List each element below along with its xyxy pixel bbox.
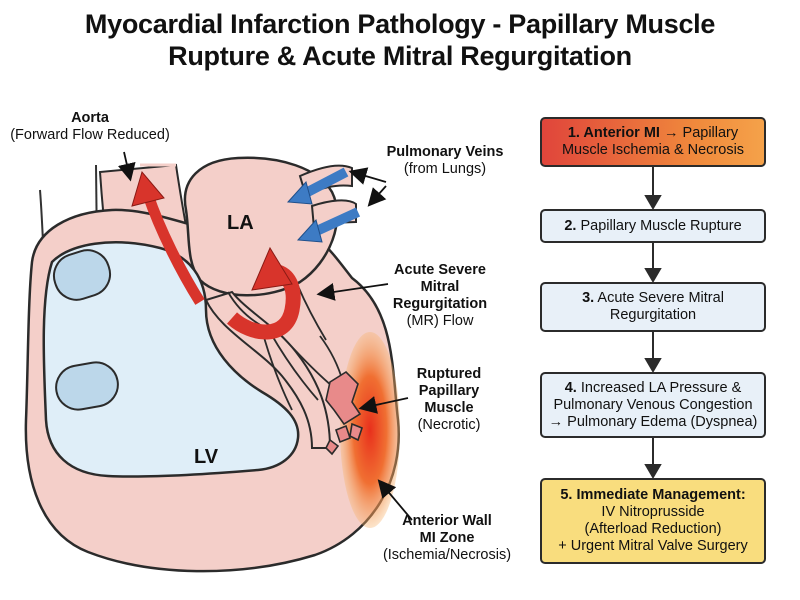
- flow-step-1: 1. Anterior MI → Papillary Muscle Ischem…: [540, 117, 766, 167]
- title-line-2: Rupture & Acute Mitral Regurgitation: [168, 41, 632, 71]
- flow-step-5-text-c: + Urgent Mitral Valve Surgery: [558, 538, 748, 554]
- flow-step-5: 5. Immediate Management: IV Nitroprussid…: [540, 478, 766, 564]
- flow-step-5-text-b: (Afterload Reduction): [584, 521, 722, 537]
- flow-step-3-text-a: Acute Severe Mitral: [594, 290, 724, 306]
- title-line-1: Myocardial Infarction Pathology - Papill…: [84, 9, 716, 39]
- aorta-detail: (Forward Flow Reduced): [10, 127, 170, 143]
- flow-step-5-bold: 5. Immediate Management:: [560, 487, 746, 503]
- flow-step-4-text-c: → Pulmonary Edema (Dyspnea): [548, 413, 758, 430]
- mi-zone-line-1: Anterior Wall: [402, 513, 492, 529]
- flowchart-connectors: [644, 167, 662, 479]
- pulmonary-veins-detail: (from Lungs): [403, 161, 487, 177]
- papillary-detail: (Necrotic): [417, 417, 481, 433]
- papillary-line-3: Muscle: [424, 400, 474, 416]
- papillary-line-2: Papillary: [418, 383, 480, 399]
- left-ventricle-cavity: [42, 241, 300, 478]
- flow-step-2: 2. Papillary Muscle Rupture: [540, 209, 766, 243]
- regurgitation-arrow: [226, 246, 301, 340]
- lv-inner-shapes: [52, 249, 119, 411]
- aorta-flow-arrow: [131, 170, 205, 305]
- pulmonary-venous-arrows: [286, 167, 361, 243]
- flow-step-1-text-b: Muscle Ischemia & Necrosis: [561, 142, 745, 158]
- mr-flow-label: Acute Severe Mitral Regurgitation (MR) F…: [380, 262, 500, 330]
- infarct-zone: [340, 332, 400, 528]
- flow-step-4-text-a: Increased LA Pressure &: [576, 379, 742, 396]
- flow-step-4-bold: 4.: [564, 379, 577, 396]
- label-leader-lines: [117, 151, 413, 521]
- flow-step-4-text-b: Pulmonary Venous Congestion: [553, 396, 753, 413]
- mi-zone-line-2: MI Zone: [419, 530, 475, 546]
- flow-step-2-text-a: Papillary Muscle Rupture: [576, 217, 742, 234]
- mr-line-3: Regurgitation: [392, 296, 488, 312]
- mr-line-1: Acute Severe: [394, 262, 486, 278]
- ruptured-papillary-muscle: [325, 370, 363, 456]
- mi-zone-label: Anterior Wall MI Zone (Ischemia/Necrosis…: [372, 513, 522, 564]
- flow-step-2-bold: 2.: [564, 217, 577, 234]
- flow-step-4: 4. Increased LA Pressure & Pulmonary Ven…: [540, 372, 766, 438]
- papillary-line-1: Ruptured: [416, 366, 482, 382]
- mi-zone-detail: (Ischemia/Necrosis): [382, 547, 512, 563]
- flow-step-1-bold: 1. Anterior MI: [567, 125, 660, 141]
- la-label: LA: [227, 212, 254, 234]
- diagram-title: Myocardial Infarction Pathology - Papill…: [0, 8, 800, 72]
- flow-step-1-text-a: → Papillary: [659, 125, 739, 141]
- pulmonary-veins-label: Pulmonary Veins (from Lungs): [368, 144, 522, 178]
- flow-step-3-bold: 3.: [582, 290, 595, 306]
- aorta-name: Aorta: [71, 110, 109, 126]
- papillary-label: Ruptured Papillary Muscle (Necrotic): [402, 366, 496, 434]
- flow-step-3: 3. Acute Severe Mitral Regurgitation: [540, 282, 766, 332]
- mr-line-2: Mitral: [420, 279, 460, 295]
- aorta-label: Aorta (Forward Flow Reduced): [2, 110, 178, 144]
- mr-detail: (MR) Flow: [406, 313, 474, 329]
- pulmonary-veins-name: Pulmonary Veins: [386, 144, 504, 160]
- flow-step-5-text-a: IV Nitroprusside: [601, 504, 705, 520]
- lv-label: LV: [194, 446, 219, 468]
- flow-step-3-text-b: Regurgitation: [609, 307, 697, 323]
